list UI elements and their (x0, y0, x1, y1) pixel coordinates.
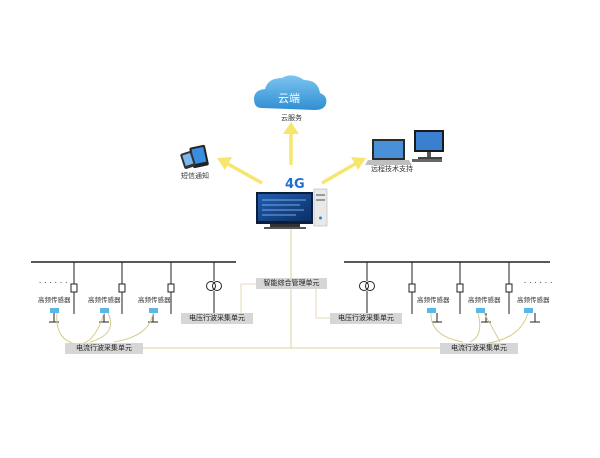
arrow-to-sms (217, 157, 263, 185)
sensor-right-3 (524, 308, 533, 313)
feeder-right-2 (456, 262, 464, 314)
management-unit: 智能综合管理单元 (256, 278, 327, 289)
sensor-left-1 (50, 308, 59, 313)
remote-caption: 远程技术支持 (371, 165, 413, 173)
sensor-label-right-1: 高频传感器 (417, 296, 450, 304)
voltage-unit-left: 电压行波采集单元 (181, 313, 253, 324)
arrow-to-remote (321, 157, 366, 185)
voltage-unit-right: 电压行波采集单元 (330, 313, 402, 324)
sensor-label-left-1: 高频传感器 (38, 296, 71, 304)
arrow-to-cloud (283, 122, 299, 165)
sensor-wires-right (430, 312, 529, 345)
cloud-caption: 云服务 (281, 114, 302, 122)
computer-icon (365, 130, 444, 165)
server-icon (256, 188, 328, 229)
phone-icon (180, 144, 209, 169)
voltage-link-right (315, 283, 330, 319)
sensor-label-left-3: 高频传感器 (138, 296, 171, 304)
current-unit-left: 电流行波采集单元 (65, 343, 143, 354)
sensor-wires-left (56, 312, 154, 345)
cloud-inner-text: 云端 (278, 92, 300, 105)
feeder-left-2 (118, 262, 126, 314)
feeder-left-3 (167, 262, 175, 314)
feeder-right-1 (408, 262, 416, 314)
sensor-right-2 (476, 308, 485, 313)
sms-caption: 短信通知 (181, 172, 209, 180)
sensor-label-right-2: 高频传感器 (468, 296, 501, 304)
feeder-left-1 (70, 262, 78, 314)
sensor-right-1 (427, 308, 436, 313)
4g-badge: 4G (285, 177, 305, 192)
transformer-left (206, 262, 222, 313)
sensor-left-2 (100, 308, 109, 313)
transformer-right (359, 262, 375, 313)
ellipsis-right: ...... (523, 277, 555, 285)
feeder-right-3 (505, 262, 513, 314)
sensor-label-right-3: 高频传感器 (517, 296, 550, 304)
ellipsis-left: ...... (38, 277, 70, 285)
cloud-icon (254, 75, 327, 110)
ground-symbols (49, 313, 540, 323)
current-unit-right: 电流行波采集单元 (440, 343, 518, 354)
sensor-left-3 (149, 308, 158, 313)
sensor-label-left-2: 高频传感器 (88, 296, 121, 304)
